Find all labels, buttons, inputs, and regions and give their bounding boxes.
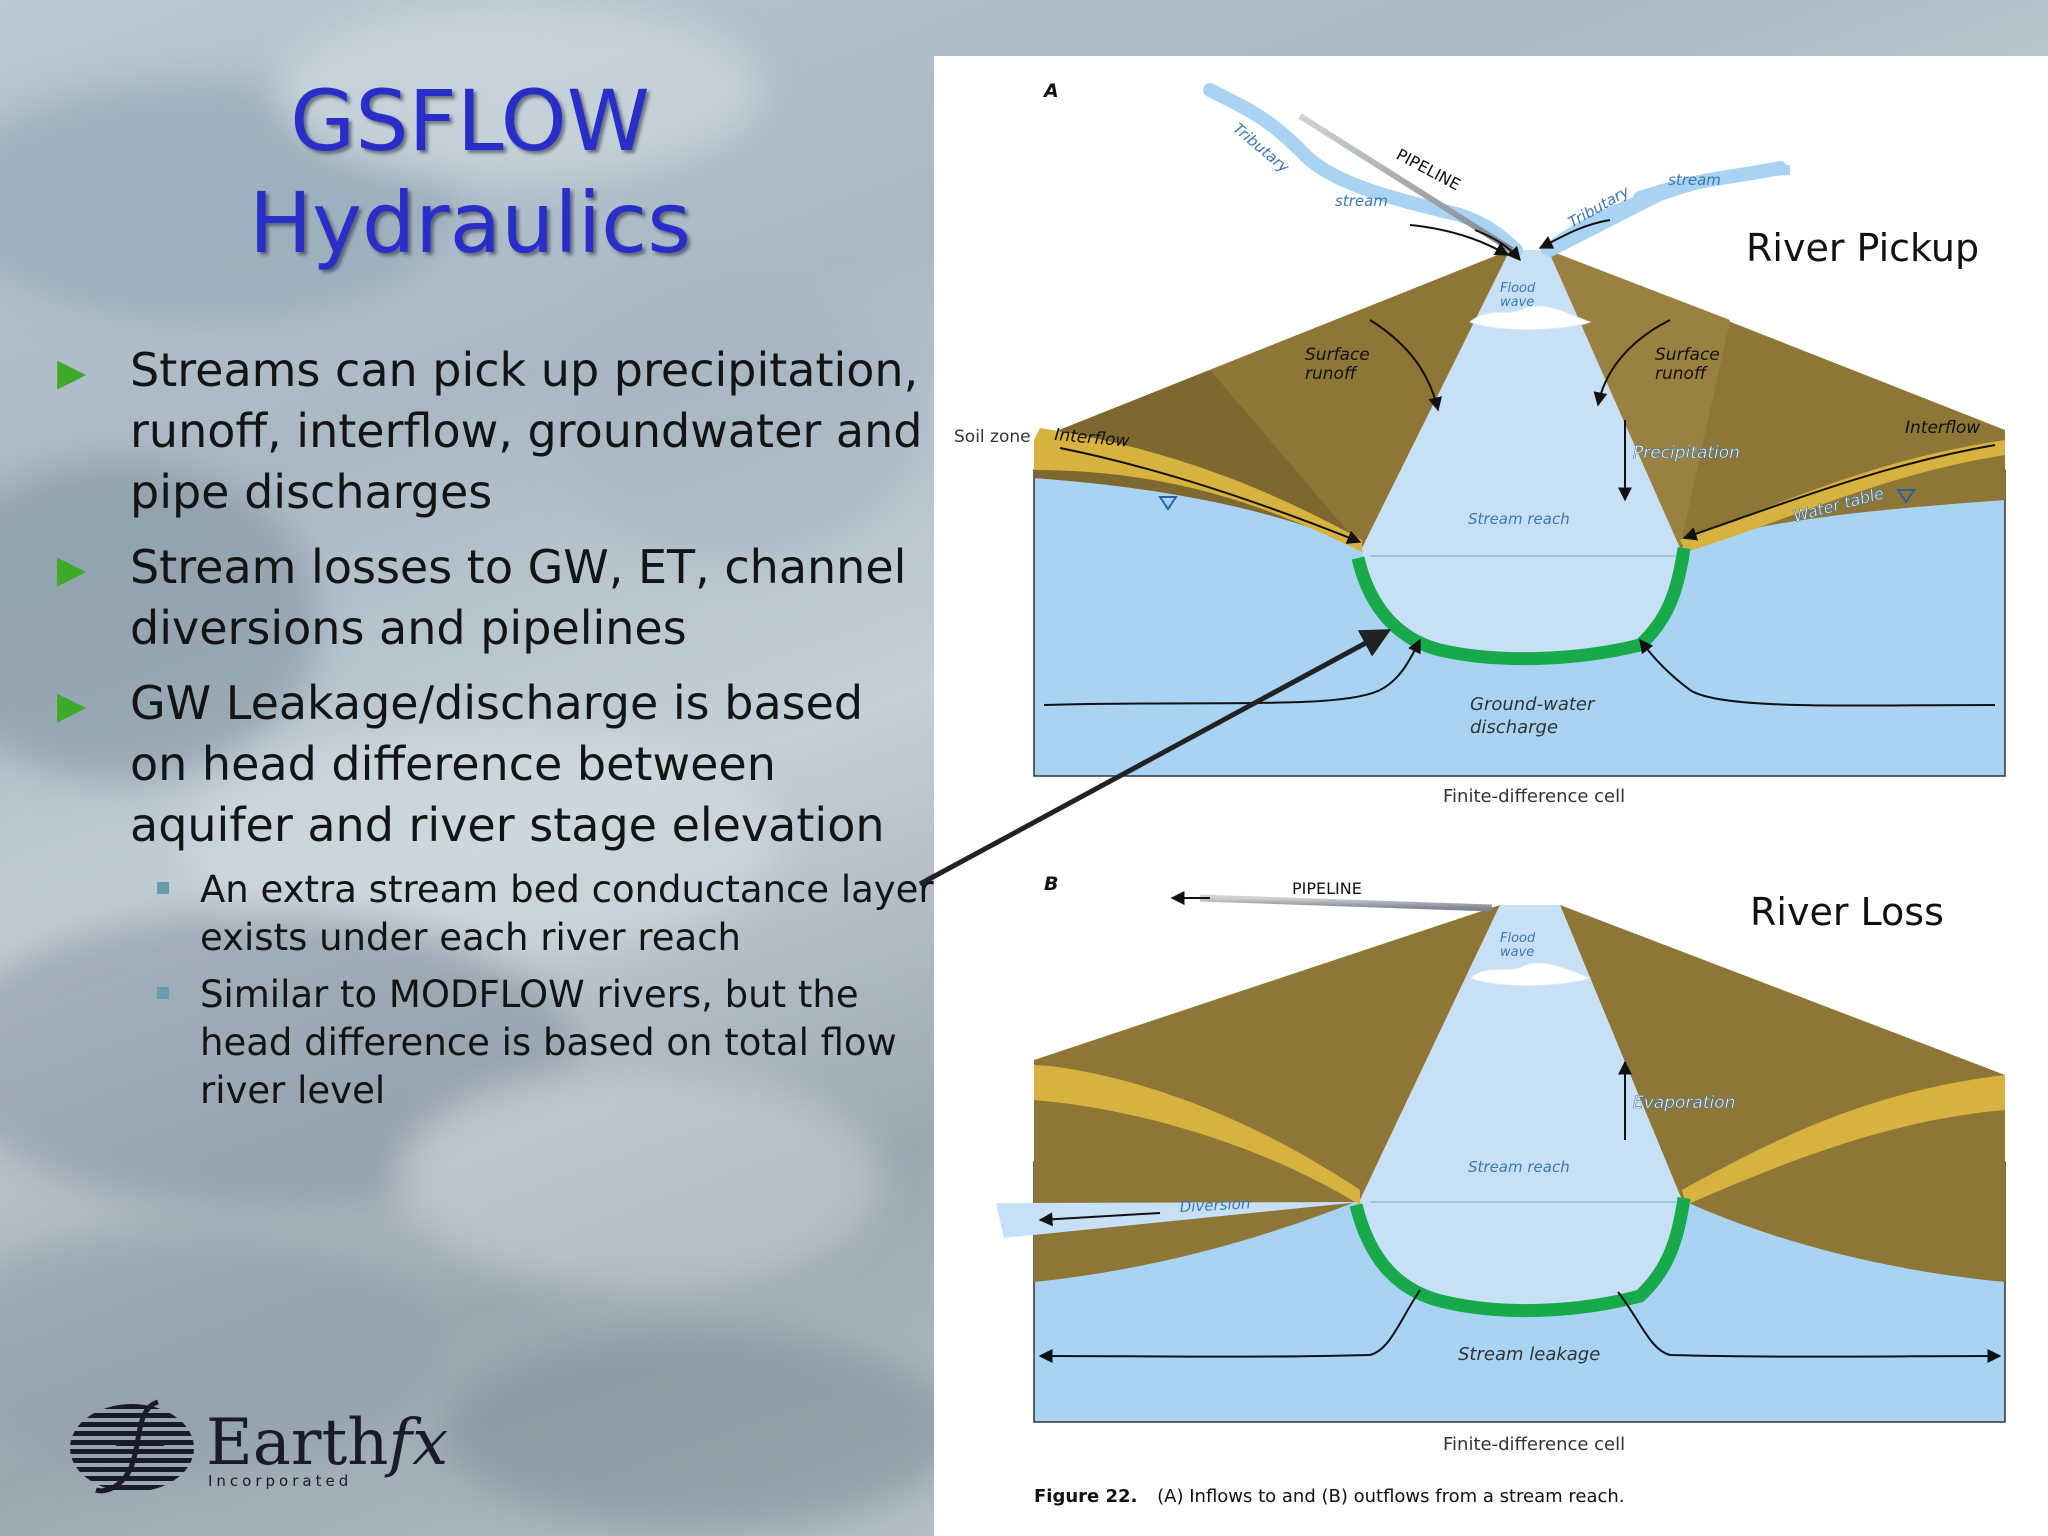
triangle-bullet-icon: ▶ [57,547,87,591]
river-loss-label: River Loss [1750,890,1944,934]
slide-title: GSFLOW Hydraulics [170,70,770,274]
label-evaporation: Evaporation [1633,1093,1735,1113]
triangle-bullet-icon: ▶ [57,350,87,394]
panel-b-letter: B [1044,873,1058,895]
arrow-tributary-right [1538,219,1611,249]
arrow-stream-leakage-right [1617,1291,2002,1364]
earthfx-logo: Earthfx Incorporated [68,1398,468,1498]
svg-text:Figure 22. (A) Inflows t: Figure 22. (A) Inflows to and (B) outflo… [1034,1486,1625,1507]
label-cell-a: Finite-difference cell [1443,786,1625,807]
bullet-item: ▶ GW Leakage/discharge is based on head … [55,673,935,1115]
flood-wave-b [1469,962,1592,987]
bullet-list: ▶ Streams can pick up precipitation, run… [55,340,935,1129]
sub-bullet-item: Similar to MODFLOW rivers, but the head … [55,971,935,1115]
pipeline-a [1298,113,1514,253]
diversion-channel [996,1202,1360,1238]
streambed-conductance-layer [1351,547,1691,666]
streambed-conductance-layer-b [1349,1197,1691,1318]
water-table-icon [1896,489,1916,504]
bullet-text: Streams can pick up precipitation, runof… [130,343,923,519]
label-stream-leakage: Stream leakage [1458,1344,1600,1365]
panel-a: A [954,80,2006,807]
label-soil-zone: Soil zone [954,427,1031,447]
label-interflow-right: Interflow [1905,418,1980,438]
square-bullet-icon [157,882,169,894]
pipeline-b [1199,894,1493,912]
label-stream-reach-b: Stream reach [1468,1158,1570,1176]
arrow-interflow-left [1059,447,1362,544]
bullet-item: ▶ Streams can pick up precipitation, run… [55,340,935,523]
caption-text: (A) Inflows to and (B) outflows from a s… [1157,1486,1624,1507]
interflow-right [1680,440,2005,552]
arrow-surface-runoff-left [1369,319,1443,412]
interflow-band-right-b [1682,1075,2005,1205]
tributary-stream-left [1203,83,1523,257]
stream-channel-b [1360,905,1682,1314]
arrow-groundwater-discharge-right [1639,638,1996,707]
triangle-bullet-icon: ▶ [57,683,87,727]
label-diversion: Diversion [1179,1194,1251,1216]
interflow-left [1034,428,1362,552]
sub-bullet-list: An extra stream bed conductance layer ex… [130,866,935,1115]
soil-right-b [1560,905,2005,1282]
arrow-diversion [1038,1212,1161,1227]
label-stream-right: stream [1668,171,1721,189]
title-line-2: Hydraulics [248,174,692,272]
bullet-text: GW Leakage/discharge is based on head di… [130,676,885,852]
bullet-item: ▶ Stream losses to GW, ET, channel diver… [55,537,935,659]
label-pipeline-b: PIPELINE [1292,879,1362,898]
label-stream-reach-a: Stream reach [1468,510,1570,528]
arrow-tributary-left [1409,224,1510,256]
caption-number: Figure 22. [1034,1486,1137,1507]
arrow-interflow-right [1682,444,1996,541]
water-table-icon [1158,496,1178,511]
title-line-1: GSFLOW [290,72,650,170]
arrow-stream-leakage-left [1038,1289,1421,1364]
logo-subtitle: Incorporated [208,1472,353,1490]
label-precipitation: Precipitation [1633,443,1740,463]
soil-left-b [1034,905,1500,1282]
square-bullet-icon [157,987,169,999]
sub-bullet-item: An extra stream bed conductance layer ex… [55,866,935,962]
logo-name: Earth [206,1406,389,1480]
sub-bullet-text: Similar to MODFLOW rivers, but the head … [200,973,897,1112]
bullet-text: Stream losses to GW, ET, channel diversi… [130,540,907,655]
stream-channel [1362,250,1680,664]
label-stream-left: stream [1335,192,1388,210]
arrow-groundwater-discharge-left [1043,638,1421,706]
logo-globe-icon [70,1399,194,1494]
callout-arrow [918,629,1392,887]
label-pipeline-a: PIPELINE [1393,145,1464,195]
arrow-surface-runoff-right [1593,319,1671,407]
sub-bullet-text: An extra stream bed conductance layer ex… [200,868,934,959]
label-cell-b: Finite-difference cell [1443,1434,1625,1455]
interflow-band-left-b [1034,1065,1360,1205]
panel-a-letter: A [1042,80,1059,102]
flood-wave [1469,305,1592,331]
logo-suffix: fx [388,1406,449,1480]
river-pickup-label: River Pickup [1746,226,1980,270]
